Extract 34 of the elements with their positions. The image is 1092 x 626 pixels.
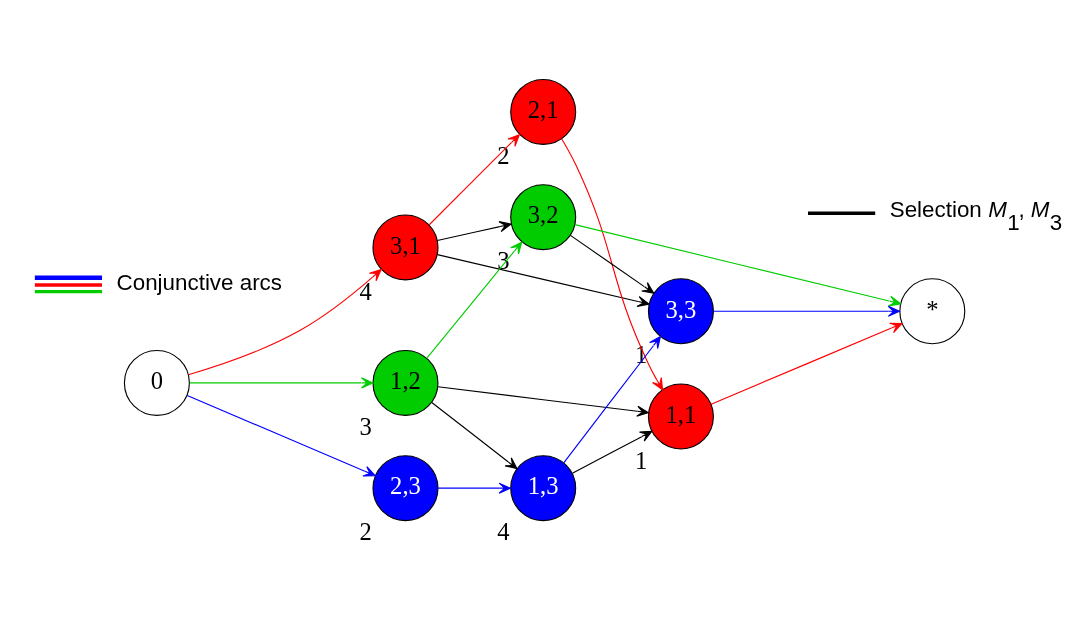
arrow (426, 241, 523, 359)
node-circle: 3,1 (372, 213, 439, 280)
node-circle: 1,1 (647, 383, 714, 450)
node-label: 4 (497, 517, 510, 545)
node-circle: 3,3 (647, 277, 714, 344)
arrow (437, 482, 511, 494)
node-label: 3 (359, 412, 372, 440)
arrow (713, 305, 901, 317)
node-circle: 2,1 (510, 78, 577, 145)
arrow (710, 322, 903, 405)
node-circle: 0 (123, 349, 190, 416)
node-label: 2 (359, 517, 372, 545)
arrow (189, 376, 374, 388)
arrow (436, 220, 512, 241)
arrow (561, 137, 664, 390)
arrow (428, 133, 520, 225)
node-circle: 3,2 (510, 183, 577, 250)
node-circle: 2,3 (372, 454, 439, 521)
node-circle: 1,2 (372, 349, 439, 416)
arrow (431, 401, 518, 469)
node-circle: * (899, 277, 966, 344)
arrow (437, 385, 649, 417)
node-label: 2 (497, 141, 510, 169)
node-label: 4 (359, 277, 372, 305)
arrow (563, 335, 661, 463)
arrow (187, 268, 382, 375)
arrow (436, 253, 650, 307)
legend-label: Conjunctive arcs (116, 269, 282, 295)
arrow (569, 234, 655, 294)
node-circle: 1,3 (510, 454, 577, 521)
node-label: 1 (635, 446, 648, 474)
arrow (574, 223, 902, 307)
arrow (571, 430, 653, 474)
arrow (186, 394, 376, 476)
